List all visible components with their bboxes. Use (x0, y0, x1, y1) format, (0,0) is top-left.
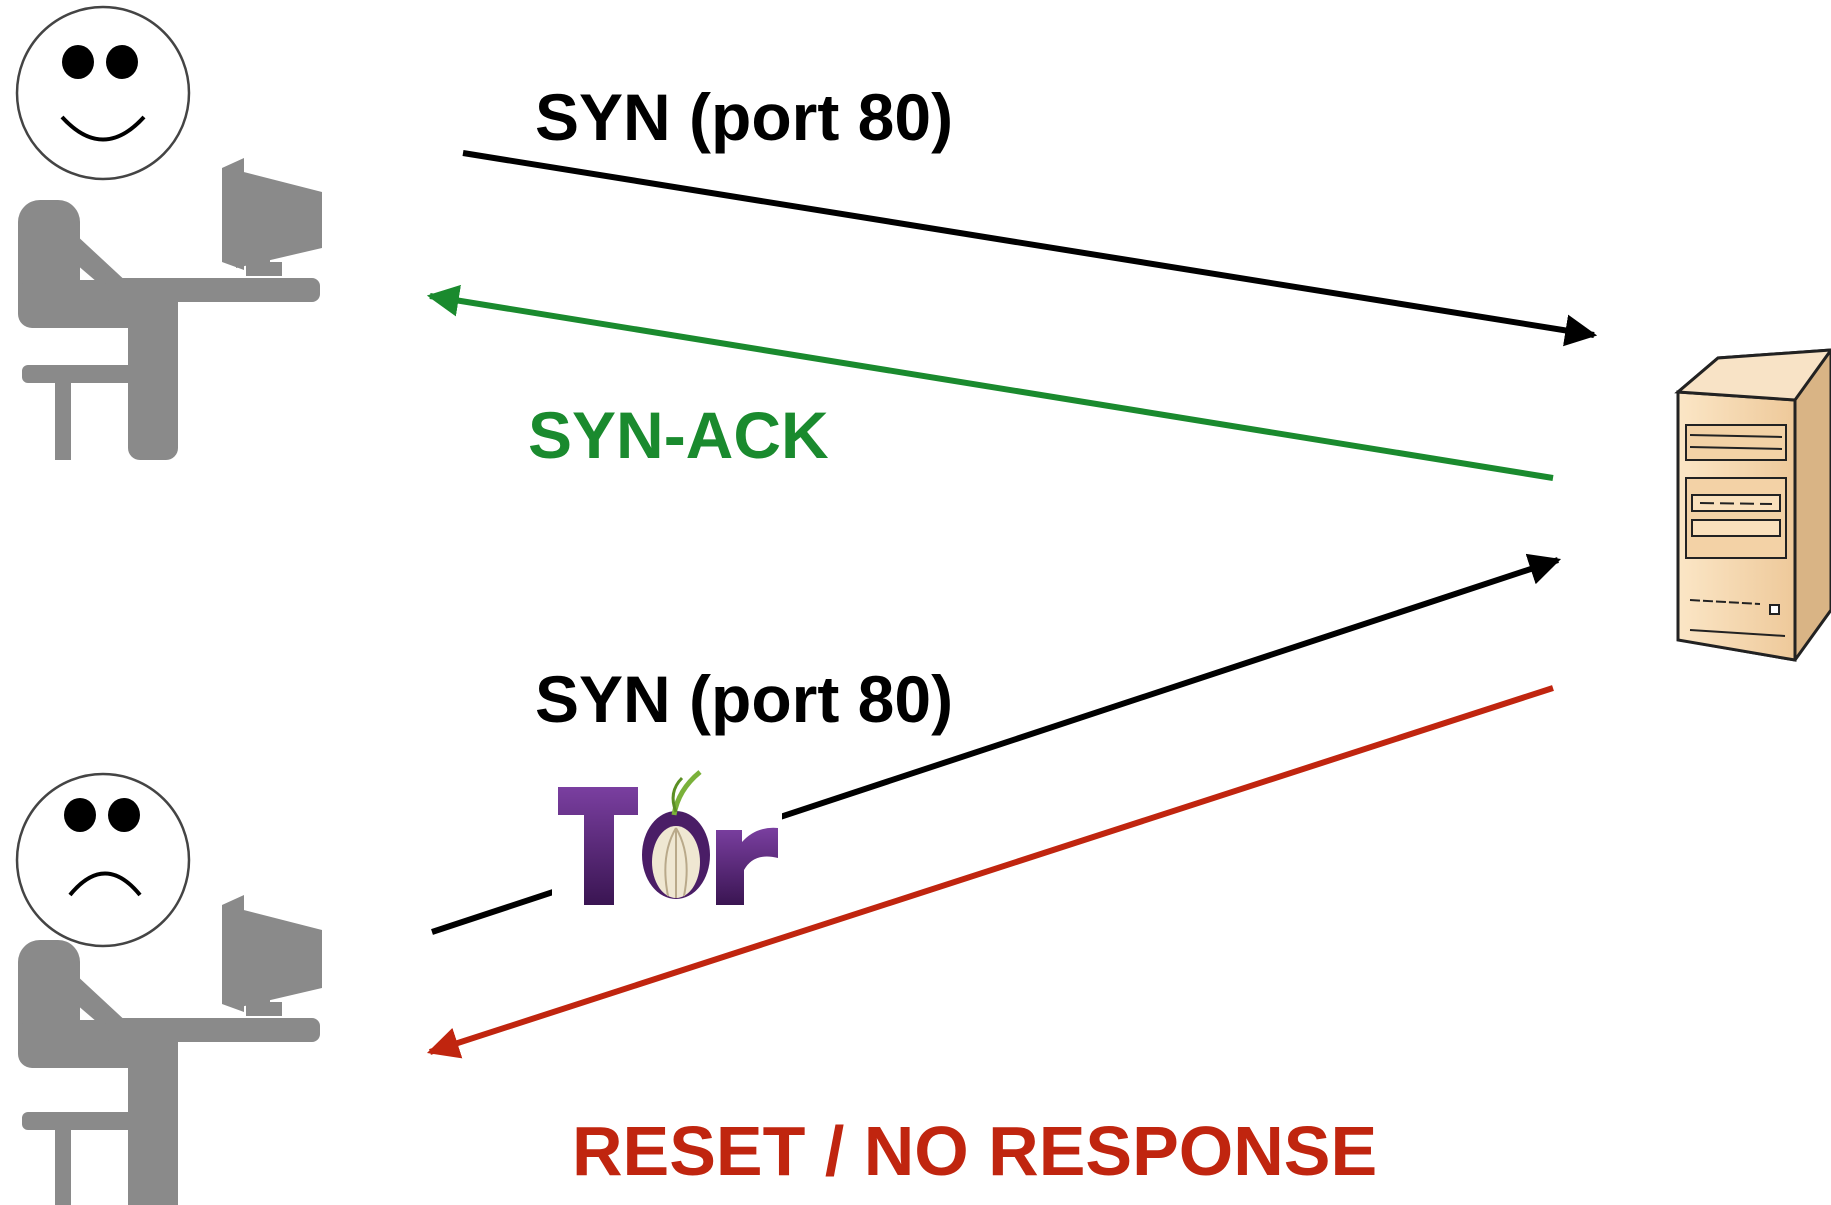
sad-face-user-icon (15, 772, 322, 1205)
happy-face-user-icon (15, 5, 322, 460)
syn-ack-label: SYN-ACK (528, 398, 829, 472)
server-tower-icon (1674, 348, 1831, 662)
reset-arrow (426, 685, 1554, 1059)
syn-label-bottom: SYN (port 80) (535, 662, 953, 736)
reset-label: RESET / NO RESPONSE (572, 1112, 1377, 1190)
syn-label-top: SYN (port 80) (535, 80, 953, 154)
syn-arrow-top (462, 150, 1598, 347)
tor-logo-icon (552, 770, 782, 915)
syn-ack-arrow (426, 284, 1554, 481)
